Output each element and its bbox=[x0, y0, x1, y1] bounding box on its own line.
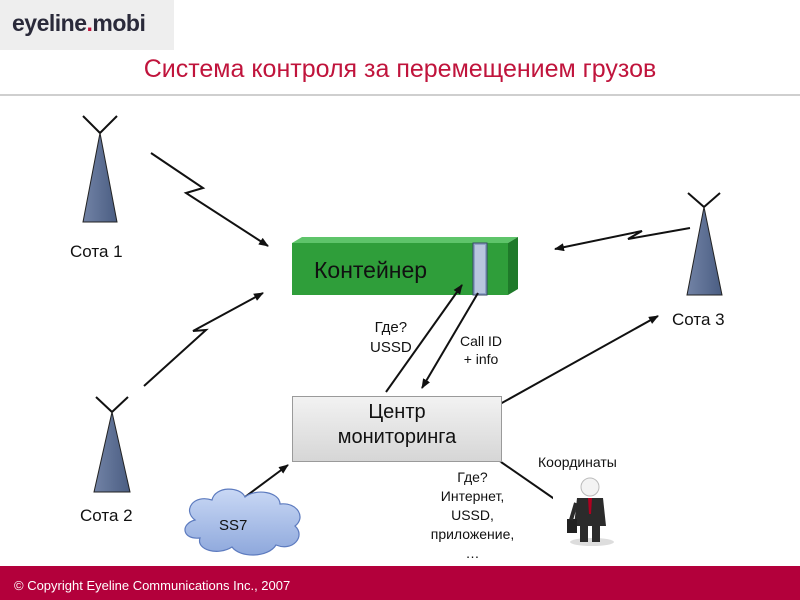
where-line: USSD, bbox=[451, 507, 494, 523]
arrow-callid-info bbox=[421, 292, 479, 389]
tower-icon-3 bbox=[686, 192, 723, 296]
signal-arrow-cell3-container bbox=[554, 227, 691, 252]
ss7-label: SS7 bbox=[219, 517, 248, 534]
query-label: Где? USSD bbox=[370, 318, 412, 358]
where-line: … bbox=[465, 545, 480, 561]
container-label: Контейнер bbox=[314, 257, 428, 283]
logo: eyeline.mobi bbox=[12, 10, 146, 36]
footer-bar bbox=[0, 566, 800, 600]
query-line2: USSD bbox=[370, 339, 412, 356]
arrow-center-cell3 bbox=[499, 315, 659, 405]
center-line2: мониторинга bbox=[337, 426, 457, 448]
where-line: Где? bbox=[457, 469, 488, 485]
container-box bbox=[292, 237, 518, 296]
cell1-label: Сота 1 bbox=[70, 242, 123, 261]
callid-line2: + info bbox=[463, 351, 499, 367]
arrow-query-ussd bbox=[385, 284, 463, 393]
callid-label: Call ID + info bbox=[460, 332, 502, 368]
coordinates-label: Координаты bbox=[538, 454, 617, 470]
query-line1: Где? bbox=[374, 319, 408, 336]
cell2-label: Сота 2 bbox=[80, 506, 133, 525]
cloud-icon bbox=[184, 488, 301, 556]
tower-icon-2 bbox=[93, 396, 131, 493]
signal-arrow-cell1-container bbox=[150, 152, 269, 247]
copyright-text: © Copyright Eyeline Communications Inc.,… bbox=[14, 578, 291, 593]
monitoring-center-box bbox=[292, 396, 502, 462]
where-line: приложение, bbox=[430, 526, 515, 542]
next-slide-button[interactable] bbox=[728, 574, 750, 596]
where-line: Интернет, bbox=[440, 488, 505, 504]
callid-line1: Call ID bbox=[460, 333, 503, 349]
center-line1: Центр bbox=[368, 401, 426, 423]
tower-icon-1 bbox=[82, 115, 118, 223]
cell3-label: Сота 3 bbox=[672, 310, 725, 329]
signal-arrow-cell2-container bbox=[143, 292, 264, 387]
monitoring-center-label: Центр мониторинга bbox=[292, 400, 502, 450]
page-title: Система контроля за перемещением грузов bbox=[143, 55, 657, 83]
arrow-ss7-center bbox=[235, 464, 289, 506]
prev-slide-button[interactable] bbox=[698, 574, 720, 596]
logo-box bbox=[0, 0, 174, 50]
person-icon bbox=[553, 470, 615, 548]
where-options-label: Где? Интернет, USSD, приложение, … bbox=[410, 468, 535, 563]
title-divider bbox=[0, 94, 800, 96]
